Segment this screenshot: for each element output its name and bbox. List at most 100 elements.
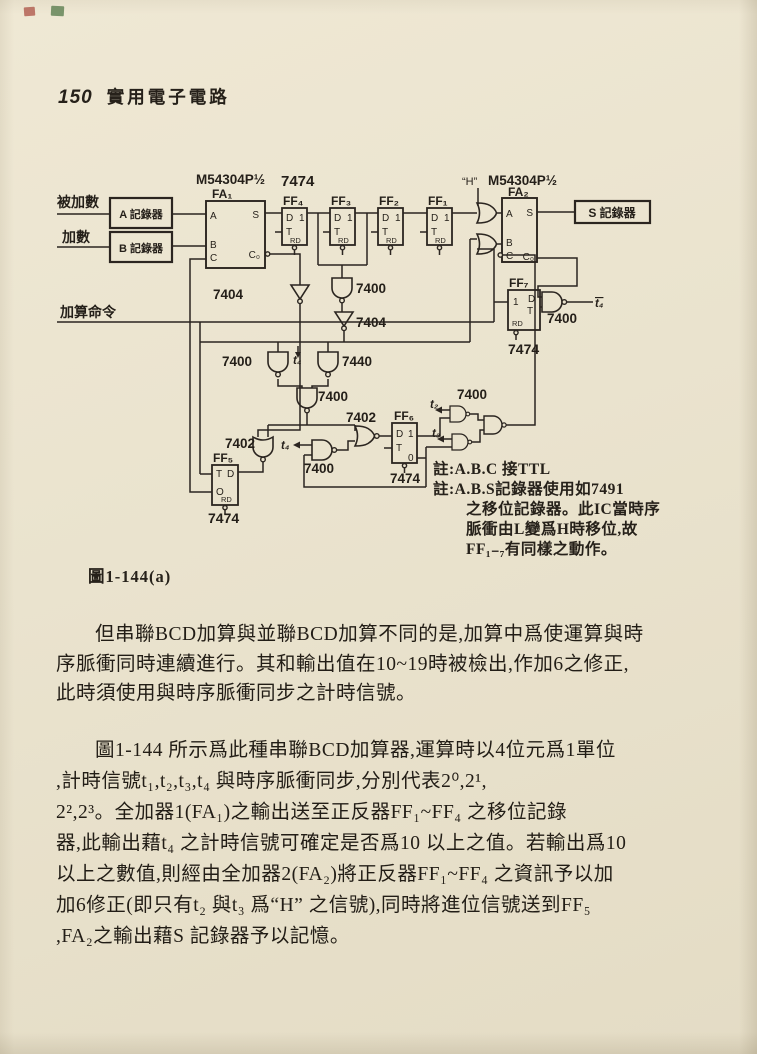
gate-label-7474: 7474 [390, 471, 421, 486]
pin-label: O [216, 487, 224, 498]
note-line: 脈衝由L變爲H時移位,故 [466, 521, 638, 538]
nor-7402-left [252, 436, 274, 463]
pin-label: A [210, 211, 217, 222]
t4-label: t₄ [293, 355, 302, 367]
ff1-label: FF₁ [428, 194, 448, 208]
gate-label-7474: 7474 [508, 341, 539, 357]
text-line: ,計時信號t₁,t₂,t₃,t₄ 與時序脈衝同步,分別代表2⁰,2¹, [56, 771, 488, 792]
nand-7400-merge [483, 415, 507, 435]
part-number-right: M54304P½ [488, 173, 557, 188]
pin-label: T [334, 227, 340, 238]
gate-label-7400: 7400 [457, 387, 487, 402]
pin-label: T [527, 306, 533, 317]
pin-label: D [334, 213, 341, 224]
pin-label: RD [386, 236, 397, 245]
book-title: 實用電子電路 [106, 87, 230, 107]
pin-label: C [210, 253, 217, 264]
text-line: 加6修正(即只有t₂ 與t₃ 爲“H” 之信號),同時將進位信號送到FF₅ [56, 895, 592, 916]
register-s-label: S 記錄器 [588, 205, 636, 220]
block-outlines [108, 196, 652, 511]
green-edge-mark [50, 5, 65, 17]
t3-label: t₃ [432, 428, 441, 440]
page-number: 150 [58, 87, 93, 108]
pin-label: 0 [408, 453, 414, 464]
t4-bar-label: t₄ [595, 298, 604, 310]
wires [57, 188, 593, 514]
note-line: 註:A.B.S記錄器使用如7491 [433, 481, 625, 498]
inverter-7404-1 [290, 284, 310, 305]
fa1-carry-bubble [264, 251, 271, 257]
paragraph-1: 但串聯BCD加算與並聯BCD加算不同的是,加算中爲使運算與時 序脈衝同時連續進行… [56, 620, 710, 709]
pin-label: 1 [513, 297, 519, 308]
pin-label: T [216, 469, 222, 480]
pin-label: RD [338, 236, 349, 245]
pin-label: RD [221, 495, 232, 504]
nor-7402-right [354, 425, 380, 447]
pin-label: 1 [347, 213, 353, 224]
red-edge-mark [23, 6, 36, 17]
pin-label: D [528, 294, 535, 305]
pin-label: RD [290, 236, 301, 245]
gate-label-7400: 7400 [318, 389, 348, 404]
text-line: 此時須使用與時序脈衝同步之計時信號。 [56, 683, 417, 704]
augend-label: 被加數 [57, 194, 99, 210]
text-line: 但串聯BCD加算與並聯BCD加算不同的是,加算中爲使運算與時 [95, 624, 644, 645]
fa1-box [205, 200, 266, 269]
nand-7400-ff7 [541, 291, 568, 313]
text-line: 以上之數值,則經由全加器2(FA₂)將正反器FF₁~FF₄ 之資訊予以加 [56, 864, 614, 885]
pin-label: T [396, 443, 402, 454]
fa2-label: FA₂ [508, 185, 529, 199]
t4-label: t₄ [281, 440, 290, 452]
pin-label: D [431, 213, 438, 224]
pin-label: S [252, 210, 259, 221]
gate-label-7440: 7440 [342, 354, 372, 369]
ff4-label: FF₄ [283, 194, 304, 208]
register-s-box [573, 199, 652, 225]
pin-label: B [506, 238, 513, 249]
nand-7440 [317, 351, 339, 378]
register-b-box [108, 230, 174, 264]
pin-label: 1 [299, 213, 305, 224]
ff5-label: FF₅ [213, 451, 233, 465]
pin-label: 1 [444, 213, 450, 224]
pin-label: C₀ [249, 250, 260, 261]
figure-notes: 註:A.B.C 接TTL 註:A.B.S記錄器使用如7491 之移位記錄器。此I… [433, 460, 733, 560]
gate-label-7400: 7400 [222, 354, 252, 369]
pin-label: D [396, 429, 403, 440]
t2-label: t₂ [430, 399, 439, 411]
or-gate-a [476, 202, 498, 224]
gate-label-7404: 7404 [356, 315, 387, 330]
circuit-diagram: M54304P½ FA₁ 7474 FF₄ FF₃ FF₂ FF₁ “H” M5… [57, 172, 652, 526]
nand-7400-detect [331, 277, 353, 304]
pin-label: S [526, 208, 533, 219]
gate-label-7402: 7402 [225, 436, 255, 451]
ff7-box [507, 289, 541, 331]
page-header: 150 實用電子電路 [58, 84, 230, 109]
register-b-label: B 記錄器 [119, 241, 164, 255]
fa2-box [501, 197, 538, 263]
text-line: 圖1-144 所示爲此種串聯BCD加算器,運算時以4位元爲1單位 [95, 740, 616, 761]
figure-caption: 圖1-144(a) [88, 567, 172, 586]
series-7474-label: 7474 [281, 173, 315, 190]
text-line: ,FA₂之輸出藉S 記錄器予以記憶。 [56, 926, 350, 947]
text-line: 序脈衝同時連續進行。其和輸出值在10~19時被檢出,作加6之修正, [56, 653, 630, 675]
nand-7400-t4 [311, 439, 338, 461]
note-line: FF₁₋₇有同樣之動作。 [466, 541, 617, 558]
pin-label: RD [435, 236, 446, 245]
gate-label-7474: 7474 [208, 510, 239, 526]
fa2-c-input-bubble [497, 252, 504, 258]
ff7-label: FF₇ [509, 276, 529, 290]
ff2-label: FF₂ [379, 194, 399, 208]
text-line: 器,此輸出藉t₄ 之計時信號可確定是否爲10 以上之值。若輸出爲10 [56, 833, 627, 854]
add-command-label: 加算命令 [59, 304, 117, 320]
note-line: 註:A.B.C 接TTL [433, 461, 551, 478]
fa1-label: FA₁ [212, 187, 232, 201]
pin-label: D [286, 213, 293, 224]
nand-7400-t3 [451, 433, 473, 451]
pin-label: T [431, 227, 437, 238]
note-line: 之移位記錄器。此IC當時序 [466, 501, 661, 518]
pin-label: B [210, 240, 217, 251]
register-a-box [108, 196, 174, 230]
paragraph-2: 圖1-144 所示爲此種串聯BCD加算器,運算時以4位元爲1單位 ,計時信號t₁… [56, 735, 710, 952]
